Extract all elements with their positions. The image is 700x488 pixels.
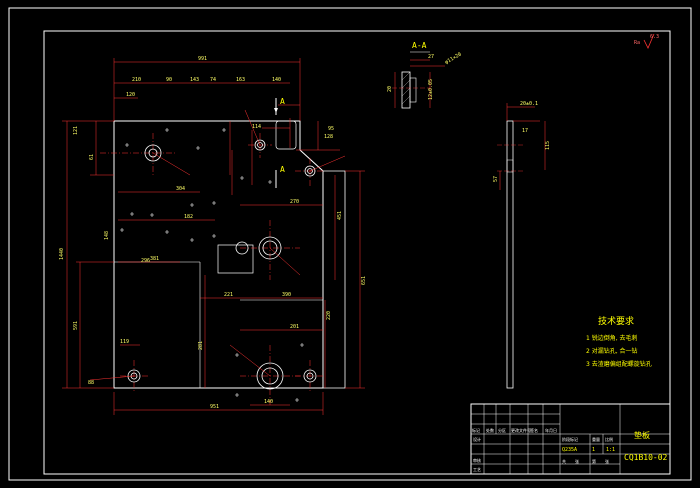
svg-text:119: 119 [120,339,129,345]
svg-text:951: 951 [210,404,219,410]
tech-title: 技术要求 [598,315,634,327]
svg-text:221: 221 [224,292,233,298]
quantity-value: 1 [592,447,595,453]
svg-text:140: 140 [264,399,273,405]
svg-text:年月日: 年月日 [545,427,557,433]
svg-text:182: 182 [184,214,193,220]
svg-text:115: 115 [545,141,551,150]
scale-value: 1:1 [606,447,615,453]
side-view: 20±0.1 17 57 115 [493,101,551,389]
svg-text:17: 17 [522,128,528,134]
svg-text:140: 140 [272,77,281,83]
title-block: 标记 处数 分区 更改文件号 签名 年月日 设计 审核 工艺 阶段标记 重量 比… [470,403,671,475]
svg-text:390: 390 [282,292,291,298]
roughness-symbol: 6.3 Ra [634,33,659,49]
tech-item-1: 1 锐边倒角, 去毛刺 [586,334,638,342]
tech-item-3: 3 去渣磨偏组配螺旋钻孔 [586,360,652,368]
svg-text:6.3: 6.3 [650,34,659,40]
svg-text:281: 281 [198,341,204,350]
svg-text:57: 57 [493,176,499,182]
svg-text:第: 第 [592,458,596,464]
svg-text:A-A: A-A [412,41,427,50]
svg-text:张: 张 [575,458,579,464]
svg-text:270: 270 [290,199,299,205]
svg-text:90: 90 [166,77,172,83]
main-plate-view: A A 991 210 90 143 74 140 120 163 1440 5… [59,56,367,415]
svg-text:A: A [280,97,285,106]
drawing-border [43,30,671,475]
drawing-number: CQ1B10-02 [624,453,668,462]
svg-text:381: 381 [150,256,159,262]
svg-text:更改文件号: 更改文件号 [511,427,531,433]
part-name: 垫板 [634,430,650,440]
svg-text:设计: 设计 [473,436,481,442]
svg-text:296: 296 [141,258,150,264]
section-view-a-a: A-A 27 φ11×20 20 12±0.05 [387,41,463,109]
svg-text:分区: 分区 [498,427,506,433]
svg-text:1440: 1440 [59,248,65,260]
svg-text:651: 651 [361,276,367,285]
svg-text:304: 304 [176,186,185,192]
svg-text:审核: 审核 [473,457,481,463]
svg-text:27: 27 [428,54,434,60]
svg-text:991: 991 [198,56,207,62]
tech-item-2: 2 对漏钻孔, 合一钻 [586,347,638,355]
svg-text:74: 74 [210,77,216,83]
svg-text:标记: 标记 [472,427,480,433]
svg-text:143: 143 [190,77,199,83]
svg-text:签名: 签名 [530,427,538,433]
svg-text:201: 201 [290,324,299,330]
svg-text:210: 210 [132,77,141,83]
svg-text:220: 220 [326,311,332,320]
svg-text:95: 95 [328,126,334,132]
svg-text:张: 张 [605,458,609,464]
svg-text:20: 20 [387,86,393,92]
svg-text:共: 共 [562,458,566,464]
svg-text:12±0.05: 12±0.05 [428,79,434,100]
svg-text:Ra: Ra [634,40,640,46]
svg-text:重量: 重量 [592,436,600,442]
svg-text:工艺: 工艺 [473,467,481,472]
section-arrow: A A [274,97,285,188]
svg-text:20±0.1: 20±0.1 [520,101,538,107]
svg-text:A: A [280,165,285,174]
svg-text:148: 148 [104,231,110,240]
svg-text:451: 451 [337,211,343,220]
material-value: Q235A [562,447,577,453]
svg-text:120: 120 [126,92,135,98]
svg-text:比例: 比例 [605,436,613,442]
svg-text:61: 61 [89,154,95,160]
svg-text:114: 114 [252,124,261,130]
technical-requirements: 技术要求 1 锐边倒角, 去毛刺 2 对漏钻孔, 合一钻 3 去渣磨偏组配螺旋钻… [586,315,652,368]
svg-text:591: 591 [73,321,79,330]
svg-text:88: 88 [88,380,94,386]
outer-frame [8,7,692,481]
svg-text:φ11×20: φ11×20 [444,52,463,66]
svg-text:阶段标记: 阶段标记 [562,436,578,442]
svg-text:121: 121 [73,126,79,135]
svg-text:128: 128 [324,134,333,140]
svg-text:处数: 处数 [486,427,494,433]
svg-text:163: 163 [236,77,245,83]
